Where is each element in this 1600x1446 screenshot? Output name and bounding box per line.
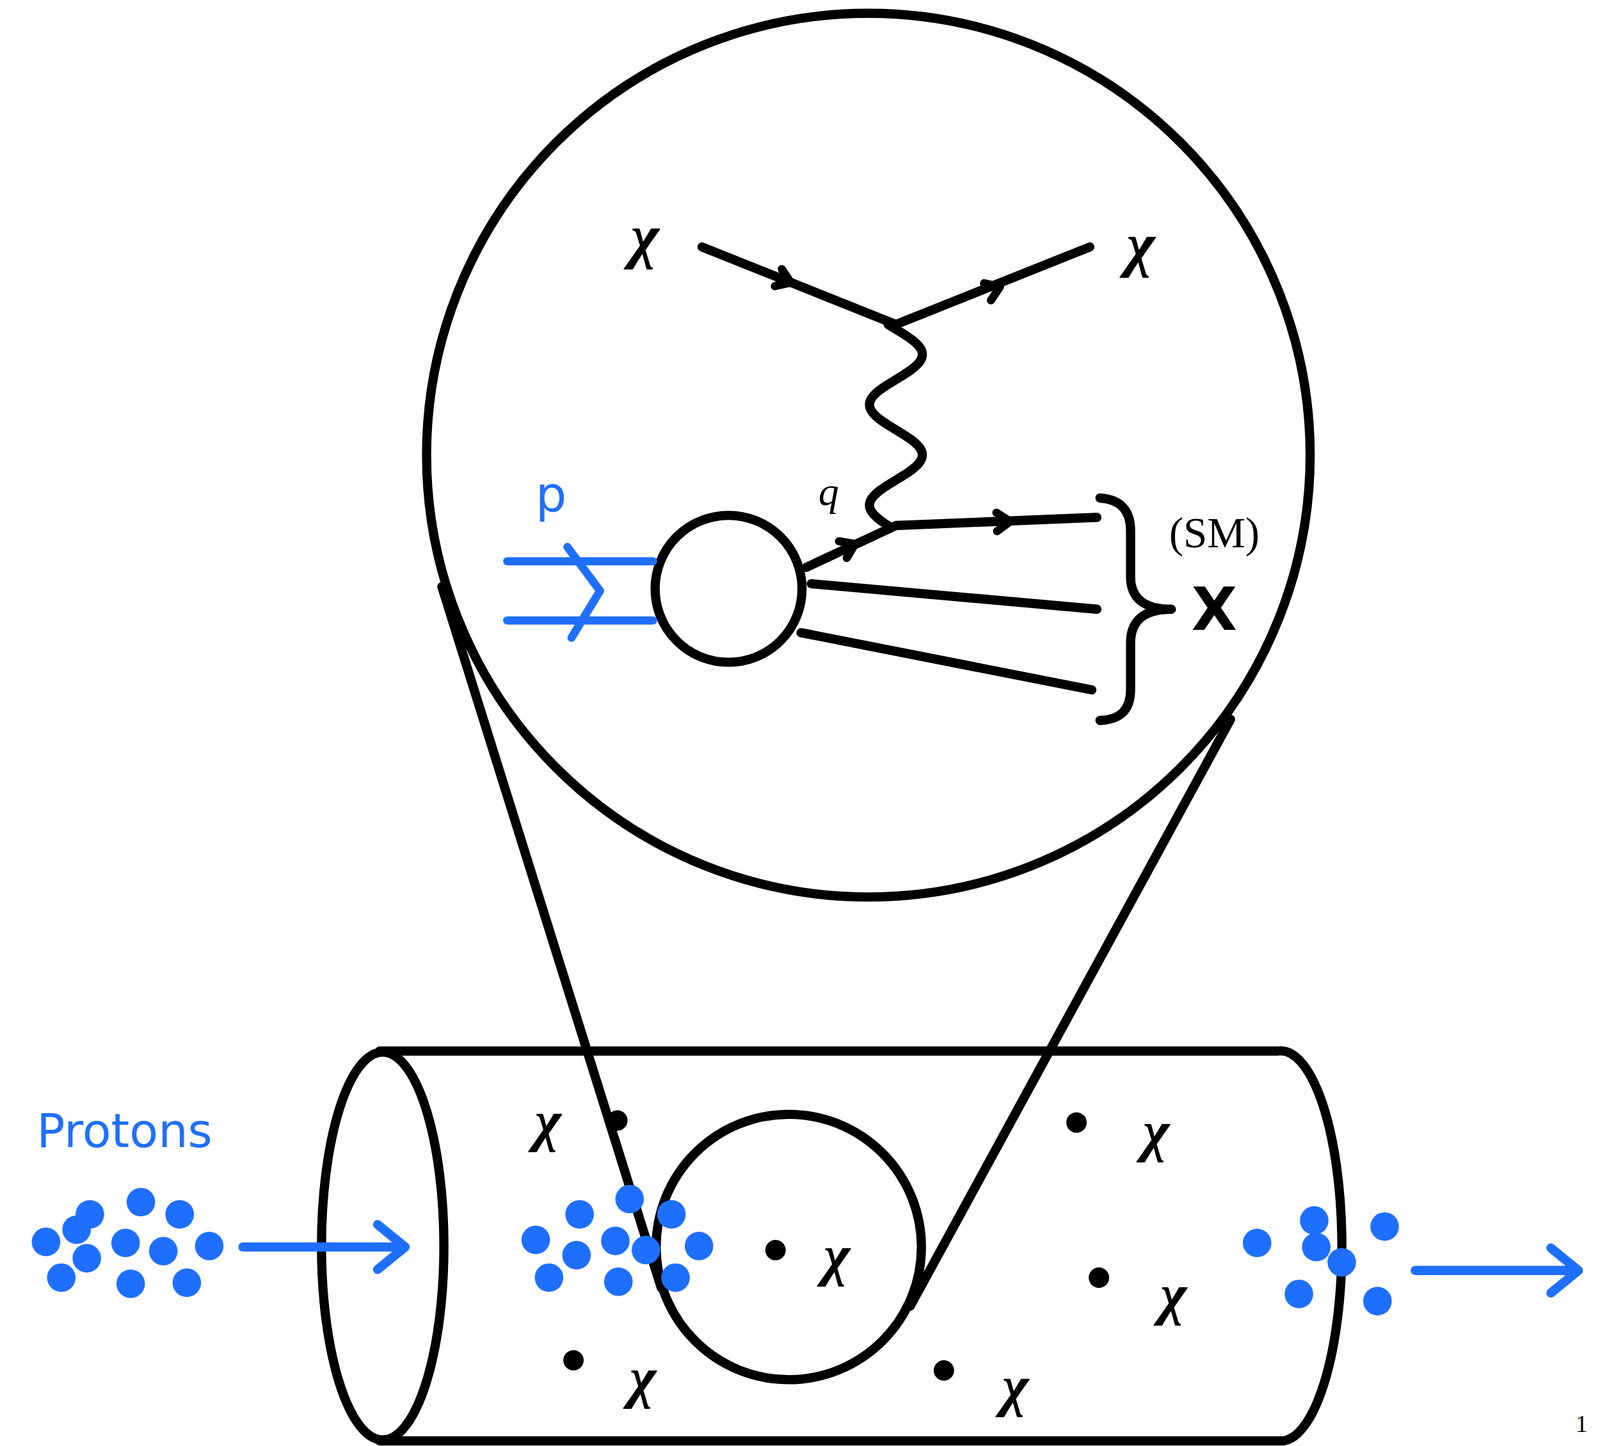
remnant-line: [811, 583, 1097, 610]
proton-dot: [126, 1187, 156, 1217]
pipe-right-end: [1277, 1050, 1343, 1441]
proton-blob: [655, 515, 803, 663]
proton-dot: [615, 1184, 644, 1214]
protons-label: Protons: [36, 1107, 213, 1154]
particle-dot: [1066, 1112, 1087, 1133]
proton-dot: [657, 1200, 687, 1229]
particle-dot: [1088, 1267, 1110, 1288]
zoom-line: [441, 586, 662, 1288]
arrowhead: [996, 512, 1011, 532]
zoom-region: [656, 1114, 921, 1380]
proton-dot: [604, 1267, 633, 1296]
proton-dot: [631, 1235, 661, 1265]
particle-symbol: χ: [630, 206, 659, 268]
proton-dot: [661, 1263, 690, 1293]
pipe-top-edge: [379, 1046, 1278, 1056]
proton-dot: [46, 1263, 76, 1293]
particle-symbol: χ: [629, 1349, 657, 1407]
particle-symbol: χ: [1160, 1265, 1188, 1323]
proton-dot: [32, 1227, 61, 1257]
proton-dot: [72, 1243, 102, 1273]
beam-arrow: [1415, 1265, 1577, 1275]
proton-label: p: [535, 470, 568, 520]
proton-arrow: [567, 546, 601, 638]
proton-dot: [1363, 1286, 1392, 1316]
proton-dot: [172, 1268, 202, 1298]
final-state-label: X: [1191, 579, 1238, 639]
proton-dot: [684, 1231, 714, 1261]
proton-dot: [149, 1236, 178, 1266]
proton-dot: [116, 1269, 146, 1298]
arrowhead: [839, 541, 856, 559]
proton-dot: [562, 1240, 592, 1270]
particle-symbol: χ: [534, 1091, 562, 1149]
proton-dot: [521, 1225, 551, 1255]
proton-dot: [565, 1200, 594, 1229]
quark-line: [806, 517, 1097, 568]
proton-dot: [195, 1231, 224, 1261]
brace: [1100, 497, 1172, 721]
chi-out-line: [896, 247, 1090, 325]
proton-dot: [62, 1215, 91, 1245]
photon-line: [869, 324, 923, 526]
proton-dot: [1327, 1248, 1357, 1277]
proton-dot: [165, 1200, 194, 1229]
particle-symbol: χ: [1143, 1102, 1170, 1160]
beam-arrowhead: [1550, 1248, 1579, 1293]
particle-dot: [607, 1110, 628, 1131]
proton-dot: [535, 1263, 564, 1293]
proton-dot: [1370, 1212, 1400, 1241]
beam-arrow: [243, 1242, 404, 1252]
particle-symbol: χ: [1002, 1357, 1030, 1415]
zoom-circle: [426, 13, 1311, 898]
zoom-line: [910, 719, 1231, 1307]
particle-dot: [933, 1360, 955, 1381]
arrowhead: [775, 268, 792, 287]
particle-dot: [765, 1239, 786, 1261]
pipe-bottom-edge: [379, 1436, 1284, 1446]
proton-dot: [1284, 1279, 1314, 1309]
remnant-line: [801, 632, 1092, 690]
beam-arrowhead: [377, 1224, 406, 1270]
proton-dot: [1301, 1232, 1331, 1262]
particle-symbol: χ: [1126, 214, 1155, 276]
particle-symbol: χ: [823, 1226, 851, 1284]
proton-dot: [600, 1226, 630, 1256]
proton-dot: [111, 1228, 141, 1257]
sm-label: (SM): [1169, 511, 1260, 555]
particle-dot: [563, 1349, 584, 1371]
arrowhead: [984, 283, 1001, 301]
page-number: 1: [1575, 1411, 1588, 1436]
chi-in-line: [702, 247, 896, 325]
quark-label: q: [818, 471, 840, 513]
proton-dot: [1242, 1228, 1272, 1257]
proton-dot: [1299, 1205, 1329, 1235]
